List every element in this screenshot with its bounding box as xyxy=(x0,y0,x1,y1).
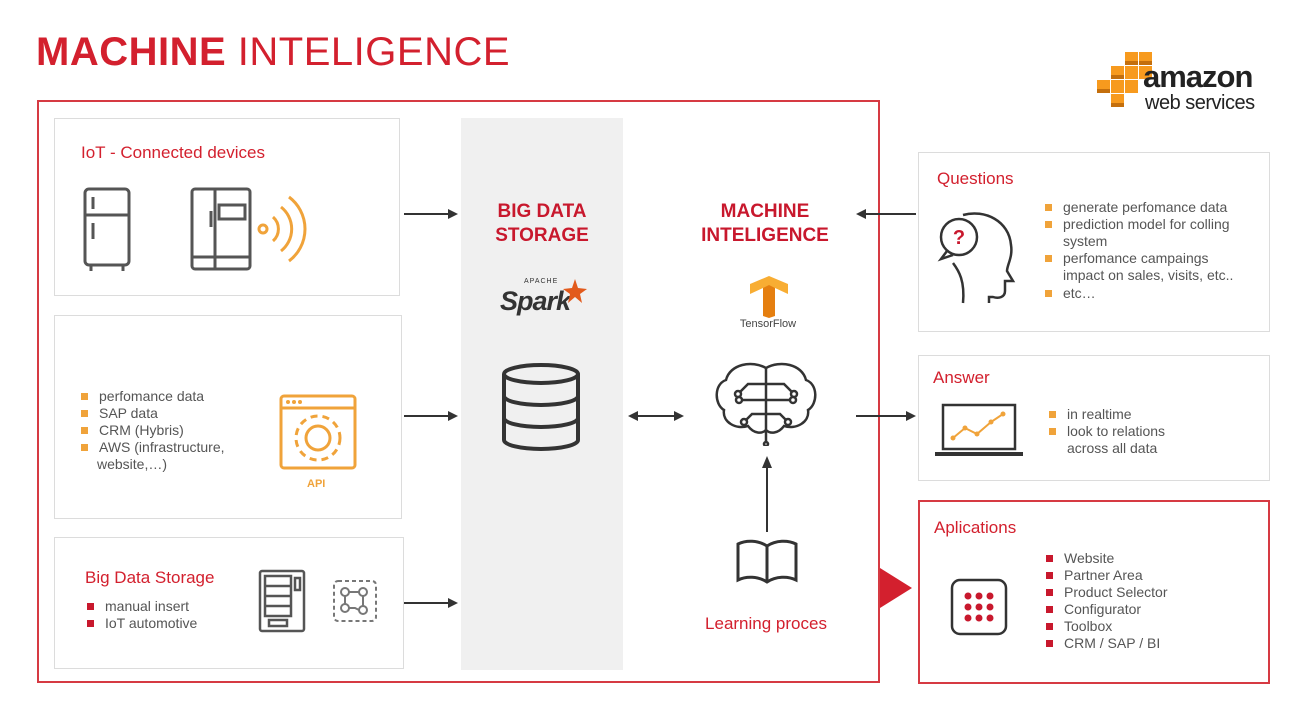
list-item: perfomance data xyxy=(79,388,225,405)
spark-star-icon xyxy=(563,279,587,303)
list-item: manual insert xyxy=(85,598,197,615)
list-item: in realtime xyxy=(1047,406,1165,423)
mi-heading: MACHINE INTELIGENCE xyxy=(680,200,850,248)
wireless-signal-icon xyxy=(257,195,307,263)
tensorflow-label: TensorFlow xyxy=(739,318,797,330)
aws-logo-line2: web services xyxy=(1145,92,1255,114)
list-item: perfomance campaings xyxy=(1043,250,1209,267)
list-item: CRM (Hybris) xyxy=(79,422,225,439)
arrow-right-icon xyxy=(856,411,916,421)
tensorflow-icon xyxy=(750,276,788,318)
page-title: MACHINE INTELIGENCE xyxy=(36,30,510,75)
list-item: IoT automotive xyxy=(85,615,197,632)
storage-heading-line2: STORAGE xyxy=(495,225,589,246)
questions-list-2: perfomance campaings xyxy=(1043,250,1209,267)
answer-card: Answer in realtime look to relations acr… xyxy=(918,355,1270,481)
list-item: look to relations xyxy=(1047,423,1165,440)
mi-heading-line2: INTELIGENCE xyxy=(701,225,829,246)
machine-intelligence-frame xyxy=(37,100,880,683)
list-item: CRM / SAP / BI xyxy=(1044,635,1168,652)
title-light: INTELIGENCE xyxy=(237,30,511,74)
list-item-continuation: across all data xyxy=(1067,440,1158,456)
list-item: AWS (infrastructure, xyxy=(79,439,225,456)
list-item: Configurator xyxy=(1044,601,1168,618)
arrow-left-icon xyxy=(856,209,916,219)
storage-heading-line1: BIG DATA xyxy=(497,201,587,222)
circuit-icon xyxy=(333,580,377,622)
list-item-continuation: website,…) xyxy=(97,456,168,472)
aws-logo-line1: amazon xyxy=(1143,59,1253,94)
storage-column xyxy=(461,118,623,670)
fridge-icon xyxy=(83,187,131,271)
applications-title: Aplications xyxy=(934,518,1017,537)
spark-logo-text: Spark xyxy=(500,286,571,316)
iot-card: IoT - Connected devices xyxy=(54,118,400,296)
spark-logo-small: APACHE xyxy=(524,278,559,285)
big-data-storage-card: Big Data Storage manual insert IoT autom… xyxy=(54,537,404,669)
aws-cubes-icon xyxy=(1097,52,1152,107)
list-item: SAP data xyxy=(79,405,225,422)
answer-list: in realtime look to relations xyxy=(1047,406,1165,440)
database-icon xyxy=(502,363,580,451)
applications-list: Website Partner Area Product Selector Co… xyxy=(1044,550,1168,652)
data-sources-list: perfomance data SAP data CRM (Hybris) AW… xyxy=(79,388,225,456)
arrow-right-icon xyxy=(404,598,458,608)
questions-list-3: etc… xyxy=(1043,285,1096,302)
arrow-right-icon xyxy=(404,209,458,219)
big-data-storage-title: Big Data Storage xyxy=(85,568,215,587)
svg-text:?: ? xyxy=(953,227,965,249)
arrow-right-icon xyxy=(404,411,458,421)
list-item: etc… xyxy=(1043,285,1096,302)
list-item: Toolbox xyxy=(1044,618,1168,635)
learning-label: Learning proces xyxy=(705,614,827,633)
questions-title: Questions xyxy=(937,169,1014,188)
questions-list: generate perfomance data prediction mode… xyxy=(1043,199,1230,233)
list-item-continuation: system xyxy=(1063,233,1108,249)
thinking-head-icon: ? xyxy=(937,212,1016,304)
laptop-chart-icon xyxy=(935,403,1023,456)
bidirectional-arrow-icon xyxy=(628,411,684,421)
storage-heading: BIG DATA STORAGE xyxy=(462,200,622,248)
api-gear-icon xyxy=(279,394,357,470)
iot-card-title: IoT - Connected devices xyxy=(81,143,265,162)
brain-circuit-icon xyxy=(715,362,817,446)
aws-logo: amazon web services xyxy=(1095,48,1270,116)
applications-card: Aplications Website Partner Area Product… xyxy=(918,500,1270,684)
open-book-icon xyxy=(736,539,798,584)
api-label: API xyxy=(307,478,326,490)
smart-fridge-icon xyxy=(190,187,252,271)
answer-title: Answer xyxy=(933,368,990,387)
questions-card: Questions ? generate perfomance data pre… xyxy=(918,152,1270,332)
list-item-continuation: impact on sales, visits, etc.. xyxy=(1063,267,1234,283)
list-item: Product Selector xyxy=(1044,584,1168,601)
spark-logo: APACHE Spark xyxy=(500,278,590,322)
big-data-storage-list: manual insert IoT automotive xyxy=(85,598,197,632)
triangle-pointer-icon xyxy=(880,568,912,608)
arrow-up-icon xyxy=(762,456,772,532)
title-bold: MACHINE xyxy=(36,30,227,74)
data-sources-card: perfomance data SAP data CRM (Hybris) AW… xyxy=(54,315,402,519)
app-grid-icon xyxy=(950,578,1008,636)
list-item: Website xyxy=(1044,550,1168,567)
list-item: Partner Area xyxy=(1044,567,1168,584)
list-item: prediction model for colling xyxy=(1043,216,1230,233)
vending-machine-icon xyxy=(258,569,306,633)
mi-heading-line1: MACHINE xyxy=(720,201,810,222)
list-item: generate perfomance data xyxy=(1043,199,1230,216)
